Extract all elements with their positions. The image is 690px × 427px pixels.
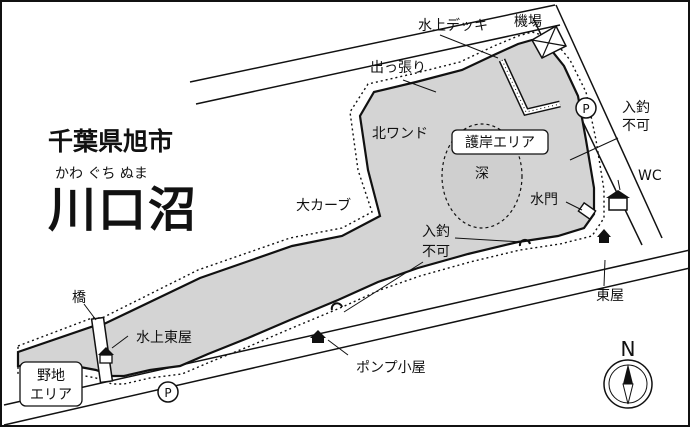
no-fishing-marker-2 (330, 302, 343, 311)
label-suimon: 水門 (530, 192, 558, 208)
label-ookaabu: 大カーブ (296, 197, 351, 214)
road-east-edge-1 (555, 4, 663, 239)
label-nyuchou-fuka-2b: 不可 (422, 244, 450, 260)
label-azumaya: 東屋 (596, 288, 624, 304)
shelter-icon (98, 347, 114, 364)
label-kita-wando: 北ワンド (372, 126, 428, 142)
parking-icon-label-2: P (164, 386, 171, 400)
gogan-area-box (451, 129, 549, 155)
leader-lines (83, 34, 621, 356)
parking-icon-label-1: P (582, 102, 589, 116)
label-debari: 出っ張り (370, 60, 426, 76)
shelter-icon (597, 229, 611, 243)
road-north-edge-2 (195, 24, 561, 105)
label-yachi-area-1: 野地 (37, 368, 65, 384)
label-suijou-deck: 水上デッキ (418, 17, 488, 34)
road-north-edge-1 (189, 4, 556, 83)
title-prefecture-city: 千葉県旭市 (48, 127, 173, 156)
toilet-icon (606, 190, 630, 211)
pump-station-building (530, 24, 568, 59)
yachi-area-box (19, 361, 83, 407)
compass-icon: N (603, 337, 653, 409)
road-south-edge-1 (3, 249, 690, 406)
label-nyuchou-fuka-1b: 不可 (622, 118, 650, 134)
label-pump-goya: ポンプ小屋 (356, 360, 426, 376)
pump-house-icon (310, 330, 326, 343)
label-nyuchou-fuka-2a: 入釣 (422, 224, 450, 240)
label-hashi: 橋 (72, 290, 86, 306)
label-gogan-area: 護岸エリア (465, 135, 535, 151)
label-yachi-area-2: エリア (30, 387, 72, 403)
parking-icon: P (157, 381, 179, 403)
water-deck (498, 58, 561, 117)
compass-north-label: N (621, 337, 636, 361)
road-south-edge-2 (3, 267, 690, 426)
label-wc: WC (638, 168, 662, 184)
label-kijou: 機場 (514, 14, 542, 30)
roads (3, 4, 690, 426)
sluice-gate (577, 201, 597, 221)
label-fukai: 深 (475, 166, 489, 182)
title-reading: かわ ぐち ぬま (55, 166, 148, 182)
label-nyuchou-fuka-1a: 入釣 (622, 100, 650, 116)
label-suijou-azumaya: 水上東屋 (136, 330, 192, 346)
pond-water (16, 38, 596, 378)
title-name: 川口沼 (48, 182, 198, 238)
no-fishing-marker-1 (518, 238, 531, 247)
parking-icon: P (575, 97, 597, 119)
